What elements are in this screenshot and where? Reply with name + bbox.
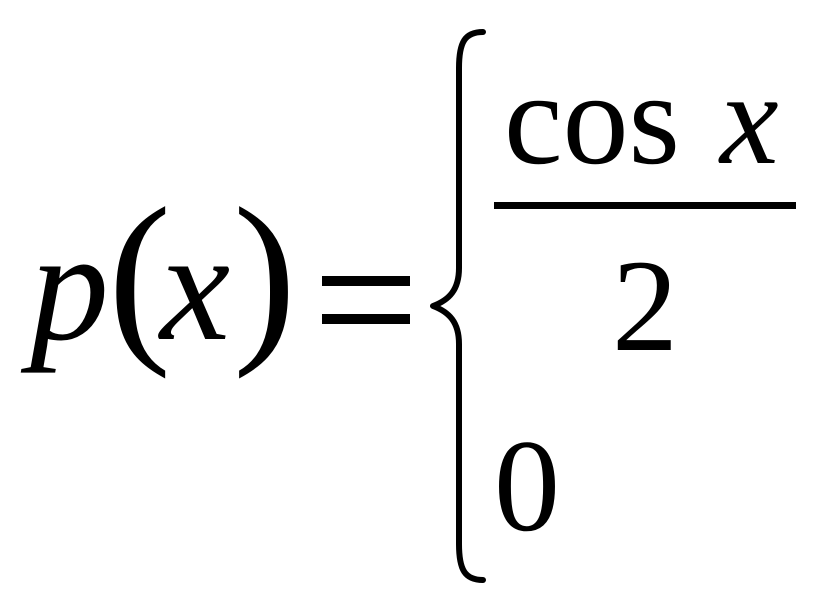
fraction-bar [494, 202, 796, 209]
numerator-variable: x [720, 45, 779, 192]
argument-variable: x [160, 199, 231, 374]
denominator: 2 [612, 232, 678, 379]
open-paren: ( [108, 170, 172, 380]
equals-sign-bottom-bar [322, 314, 410, 324]
second-case-value: 0 [494, 412, 560, 559]
numerator-function: cos [504, 45, 680, 192]
function-name: p [30, 199, 109, 374]
close-paren: ) [233, 170, 297, 380]
left-brace [430, 29, 486, 583]
equals-sign-top-bar [322, 276, 410, 286]
